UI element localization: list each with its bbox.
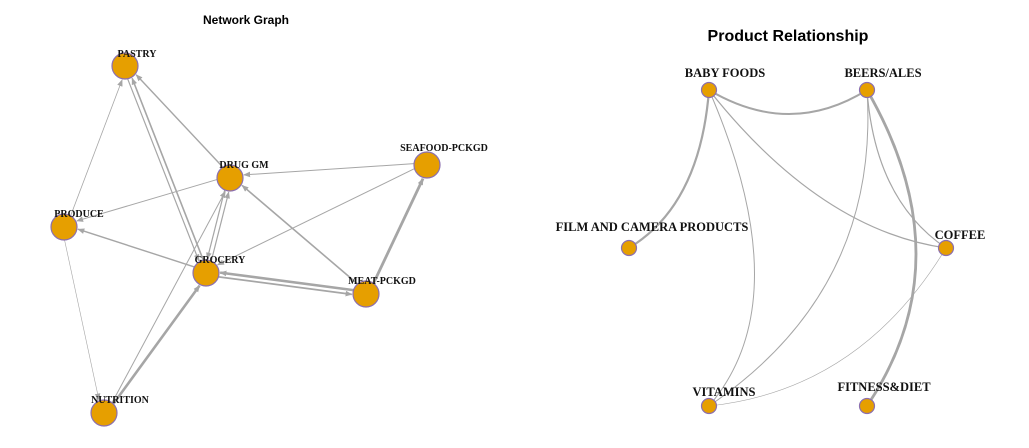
- edge-baby-foods-film-and-camera-products: [628, 89, 711, 249]
- product-relationship-title: Product Relationship: [708, 28, 869, 45]
- edge-grocery-to-drug-gm: [210, 191, 230, 262]
- edge-baby-foods-beers-ales: [708, 89, 868, 115]
- edge-meat-pckgd-to-drug-gm: [241, 184, 359, 285]
- edge-grocery-to-produce: [77, 228, 195, 268]
- edge-seafood-pckgd-to-grocery: [216, 168, 415, 266]
- edge-drug-gm-to-grocery: [206, 189, 226, 260]
- product-relationship-graph: Product Relationship BABY FOODS BEERS/ALE…: [556, 28, 986, 415]
- node-label-nutrition: NUTRITION: [91, 395, 150, 406]
- network-graph-edges: [64, 74, 425, 405]
- edge-beers-ales-coffee: [866, 89, 947, 249]
- edge-meat-pckgd-to-grocery: [219, 270, 354, 292]
- edge-grocery-to-meat-pckgd: [218, 275, 353, 297]
- edge-baby-foods-vitamins: [708, 89, 755, 407]
- edge-pastry-to-grocery: [127, 78, 200, 262]
- node-label-baby-foods: BABY FOODS: [685, 66, 765, 80]
- node-label-seafood-pckgd: SEAFOOD-PCKGD: [400, 143, 488, 154]
- edge-nutrition-to-grocery: [112, 284, 201, 405]
- node-label-drug-gm: DRUG GM: [219, 160, 269, 171]
- node-label-meat-pckgd: MEAT-PCKGD: [348, 276, 416, 287]
- node-fitness-diet: [858, 397, 876, 415]
- node-produce: [50, 213, 78, 241]
- edge-drug-gm-to-produce: [76, 179, 218, 222]
- node-grocery: [192, 259, 220, 287]
- edge-seafood-pckgd-to-drug-gm: [243, 163, 414, 178]
- product-relationship-nodes: [620, 81, 955, 415]
- node-vitamins: [700, 397, 718, 415]
- edge-vitamins-coffee: [708, 247, 947, 407]
- node-meat-pckgd: [352, 280, 380, 308]
- edge-meat-pckgd-to-seafood-pckgd: [372, 177, 425, 284]
- node-label-grocery: GROCERY: [195, 255, 247, 266]
- edge-nutrition-to-drug-gm: [111, 190, 226, 403]
- node-label-vitamins: VITAMINS: [693, 385, 756, 399]
- node-baby-foods: [700, 81, 718, 99]
- edge-baby-foods-coffee: [708, 89, 947, 249]
- edge-produce-to-nutrition: [64, 240, 101, 401]
- node-label-coffee: COFFEE: [935, 228, 986, 242]
- network-graph-nodes: [50, 52, 441, 427]
- node-label-produce: PRODUCE: [54, 209, 104, 220]
- node-seafood-pckgd: [413, 151, 441, 179]
- node-label-fitness-diet: FITNESS&DIET: [837, 380, 931, 394]
- edge-beers-ales-vitamins: [708, 89, 869, 407]
- edge-grocery-to-pastry: [131, 77, 205, 261]
- edge-beers-ales-fitness-diet: [865, 89, 918, 407]
- node-label-pastry: PASTRY: [118, 49, 158, 60]
- product-relationship-labels: BABY FOODS BEERS/ALES FILM AND CAMERA PROD…: [556, 66, 986, 399]
- edge-drug-gm-to-pastry: [135, 74, 224, 168]
- network-graph: Network Graph PASTRY DRUG GM SEAFOOD-PCKGD…: [50, 13, 488, 427]
- node-nutrition: [90, 399, 118, 427]
- edge-produce-to-pastry: [70, 79, 123, 216]
- node-label-beers-ales: BEERS/ALES: [844, 66, 921, 80]
- node-drug-gm: [216, 164, 244, 192]
- node-film-and-camera-products: [620, 239, 638, 257]
- node-beers-ales: [858, 81, 876, 99]
- node-pastry: [111, 52, 139, 80]
- network-graph-labels: PASTRY DRUG GM SEAFOOD-PCKGD PRODUCE GROCERY…: [54, 49, 488, 406]
- network-graph-title: Network Graph: [203, 13, 289, 27]
- node-label-film-and-camera-products: FILM AND CAMERA PRODUCTS: [556, 220, 749, 234]
- node-coffee: [937, 239, 955, 257]
- product-relationship-edges: [628, 89, 947, 407]
